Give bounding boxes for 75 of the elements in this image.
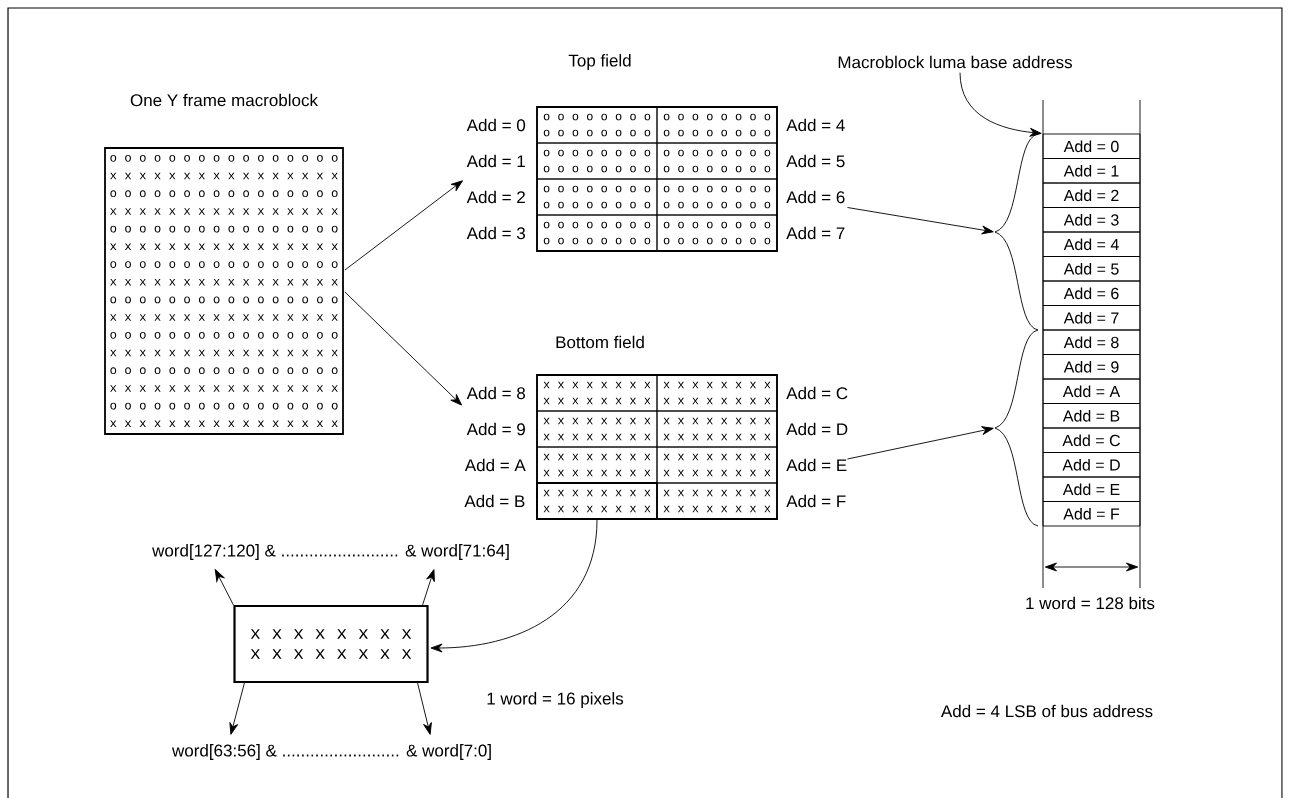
address-label: Add = E (786, 458, 847, 472)
address-label: Add = 4 (786, 118, 845, 132)
node-label: x x x x x x x x x x x x x x x x (110, 420, 338, 428)
memory-cell: Add = C (1042, 427, 1141, 453)
memory-cell: Add = 4 (1042, 231, 1141, 257)
arrow (959, 72, 1042, 137)
node-label: x x x x x x x x x x x x x x x x (110, 349, 338, 357)
node-label: x x x x x x x x x x x x x x x x (110, 314, 338, 321)
brace (994, 133, 1039, 331)
grid-title: Bottom field (556, 335, 644, 349)
address-label: Add = D (786, 422, 848, 436)
memory-cell: Add = 1 (1042, 158, 1141, 184)
address-label: Add = 3 (466, 226, 525, 240)
note-text: word[63:56] & ......................... & word[7:0] (172, 744, 491, 760)
node-label: x x x x x x x x x x x x x x x x (110, 172, 338, 180)
arrow (430, 519, 598, 653)
pixel-grid: o o o o o o o o o o o o o o o o x x x x x x x x x x x x x x x x o o o o o o o o o o o o o o o o x x x x x x x x x x x x x x x x o o o o o o o o o o o o o o o o x x x x x x x x x x x x x x x x o o o o o o o o o o o o o o o o x x x x x x x x x x x x x x x x o o o o o o o o o o o o o o o o x x x x x x x x x x x x x x x x o o o o o o o o o o o o o o o o x x x x x x x x x x x x x x x x o o o o o o o o o o o o o o o o x x x x x x x x x x x x x x x x o o o o o o o o o o o o o o o o x x x x x x x x x x x x x x x x (104, 147, 344, 435)
node-label: x x x x x x x x x x x x x x x x (110, 278, 338, 286)
arrow (344, 291, 463, 406)
address-label: Add = 8 (466, 386, 525, 400)
address-label: Add = 7 (786, 226, 845, 240)
address-label: Add = 2 (466, 190, 525, 204)
node-label: o o o o o o o o o o o o o o o o (110, 190, 338, 198)
arrow (847, 426, 994, 460)
node-label: o o o o o o o o o o o o o o o o (110, 154, 338, 162)
note-text: Macroblock luma base address (838, 55, 1072, 69)
memory-cell: Add = B (1042, 403, 1141, 429)
grid-cell: o o o o o o o o o o o o o o o o (656, 214, 778, 252)
word-box: x x x x x x x x x x x x x x x x (233, 604, 429, 684)
arrow (422, 569, 435, 606)
address-label: Add = A (464, 458, 526, 472)
note-text: word[127:120] & ......................... & word[71:64] (152, 544, 509, 560)
arrow (214, 569, 234, 606)
address-label: Add = B (464, 494, 525, 508)
address-label: Add = 1 (466, 154, 525, 168)
memory-cell: Add = 6 (1042, 280, 1141, 306)
address-label: Add = C (786, 386, 848, 400)
arrow (229, 682, 245, 735)
node-label: o o o o o o o o o o o o o o o o (110, 296, 338, 304)
node-label: o o o o o o o o o o o o o o o o (110, 402, 338, 410)
node-label: o o o o o o o o o o o o o o o o (110, 225, 338, 233)
memory-cell: Add = 9 (1042, 354, 1141, 380)
node-label: x x x x x x x x x x x x x x x x (110, 385, 338, 392)
memory-cell: Add = 2 (1042, 182, 1141, 208)
dimension-label: 1 word = 128 bits (1026, 596, 1155, 610)
node-label: o o o o o o o o o o o o o o o o (110, 261, 338, 268)
memory-cell: Add = A (1042, 378, 1141, 404)
node-label: x x x x x x x x x x x x x x x x (110, 243, 338, 251)
grid-title: Top field (568, 54, 631, 70)
node-label: o o o o o o o o o o o o o o o o (110, 331, 338, 339)
brace (994, 329, 1039, 527)
grid-cell: x x x x x x x x x x x x x x x x (536, 482, 658, 520)
arrow (417, 682, 432, 735)
memory-cell: Add = 5 (1042, 256, 1141, 282)
note-text: Add = 4 LSB of bus address (940, 704, 1153, 718)
address-label: Add = 6 (786, 190, 845, 204)
memory-cell: Add = 3 (1042, 207, 1141, 233)
memory-cell: Add = 7 (1042, 305, 1141, 331)
arrow (344, 180, 463, 271)
memory-cell: Add = 0 (1042, 133, 1141, 159)
address-label: Add = 5 (786, 154, 845, 168)
node-label: o o o o o o o o o o o o o o o o (110, 367, 338, 375)
memory-cell: Add = F (1042, 501, 1141, 527)
address-label: Add = 0 (466, 118, 526, 132)
memory-cell: Add = 8 (1042, 329, 1141, 355)
address-label: Add = 9 (466, 422, 525, 436)
memory-cell: Add = E (1042, 476, 1141, 502)
node-label: x x x x x x x x x x x x x x x x (110, 208, 338, 215)
caption-text: 1 word = 16 pixels (487, 692, 624, 708)
arrow (847, 207, 994, 235)
grid-cell: o o o o o o o o o o o o o o o o (536, 214, 658, 252)
grid-cell: x x x x x x x x x x x x x x x x (656, 482, 778, 520)
grid-title: One Y frame macroblock (130, 93, 318, 107)
memory-cell: Add = D (1042, 452, 1141, 478)
address-label: Add = F (786, 494, 846, 508)
